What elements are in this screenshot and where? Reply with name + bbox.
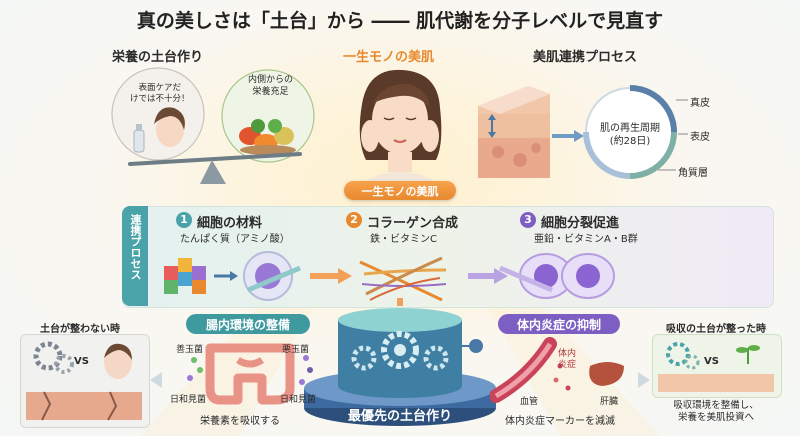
step2-title: コラーゲン合成 xyxy=(367,216,459,231)
step3-number: 3 xyxy=(524,213,532,226)
neutral-bacteria-left: 日和見菌 xyxy=(170,395,207,405)
inner-nutrition-line2: 栄養充足 xyxy=(252,87,289,97)
step3-badge xyxy=(520,212,536,228)
layer-stratum: 角質層 xyxy=(678,168,708,179)
vessel-liver-illustration xyxy=(490,337,624,403)
process-side-label: 連携プロセス xyxy=(129,214,142,280)
foundation-illustration xyxy=(304,298,496,426)
process-heading: 美肌連携プロセス xyxy=(533,50,638,65)
surface-care-line2: けでは不十分！ xyxy=(130,94,190,104)
gut-title: 腸内環境の整備 xyxy=(205,318,290,332)
right-caption-line1: 吸収環境を整備し、 xyxy=(673,400,759,411)
step2-number: 2 xyxy=(350,213,358,226)
step3-sub: 亜鉛・ビタミンA・B群 xyxy=(534,234,638,245)
process-side-tab xyxy=(122,206,148,306)
cycle-label: 肌の再生周期 xyxy=(600,123,660,134)
page-title: 真の美しさは「土台」から ―― 肌代謝を分子レベルで見直す xyxy=(136,10,664,32)
step1-sub: たんぱく質（アミノ酸） xyxy=(180,234,290,245)
inflam-label: 体内 炎症 xyxy=(558,349,576,371)
liver-label: 肝臓 xyxy=(600,397,619,407)
good-bacteria-label: 善玉菌 xyxy=(176,345,204,355)
step1-badge xyxy=(176,212,192,228)
step1-title: 細胞の材料 xyxy=(197,216,263,231)
right-panel-title: 吸収の土台が整った時 xyxy=(666,324,766,335)
beauty-banner-label: 一生モノの美肌 xyxy=(361,185,439,198)
skin-cycle-illustration xyxy=(478,85,688,179)
cycle-days: (約28日) xyxy=(609,136,651,147)
step1-number: 1 xyxy=(180,213,188,226)
balance-scale-illustration xyxy=(111,67,315,184)
layer-epidermis: 表皮 xyxy=(690,132,710,143)
left-panel-title: 土台が整わない時 xyxy=(40,324,120,335)
beauty-heading: 一生モノの美肌 xyxy=(343,50,435,65)
right-panel-illustration xyxy=(658,342,774,392)
surface-care-line1: 表面ケアだ xyxy=(138,83,182,93)
gut-title-pill xyxy=(186,314,310,334)
inflam-label-line2: 炎症 xyxy=(558,360,577,370)
inflam-title: 体内炎症の抑制 xyxy=(516,318,601,332)
process-band xyxy=(122,206,774,308)
inflam-caption: 体内炎症マーカーを減滅 xyxy=(505,416,615,427)
left-panel-illustration xyxy=(26,341,142,421)
layer-dermis: 真皮 xyxy=(690,98,710,109)
right-vs: VS xyxy=(704,356,719,367)
beauty-banner xyxy=(344,181,456,200)
inner-nutrition-line1: 内側からの xyxy=(248,75,294,85)
surface-care-bubble: 表面ケアだ けでは不十分！ xyxy=(130,83,190,105)
vessel-label: 血管 xyxy=(520,397,539,407)
right-panel-caption: 吸収環境を整備し、 栄養を美肌投資へ xyxy=(652,400,780,424)
intestine-illustration xyxy=(187,343,313,405)
inflam-label-line1: 体内 xyxy=(558,349,577,359)
inflam-title-pill xyxy=(498,314,620,334)
bad-bacteria-label: 悪玉菌 xyxy=(282,345,310,355)
step3-title: 細胞分裂促進 xyxy=(541,216,620,231)
right-caption-line2: 栄養を美肌投資へ xyxy=(677,412,754,423)
step2-badge xyxy=(346,212,362,228)
inner-nutrition-bubble: 内側からの 栄養充足 xyxy=(248,74,293,98)
nutrition-heading: 栄養の土台作り xyxy=(112,50,204,65)
neutral-bacteria-right: 日和見菌 xyxy=(280,395,317,405)
step2-sub: 鉄・ビタミンC xyxy=(370,234,437,245)
left-vs: VS xyxy=(74,356,89,367)
foundation-label: 最優先の土台作り xyxy=(347,409,452,424)
gut-caption: 栄養素を吸収する xyxy=(200,416,280,427)
